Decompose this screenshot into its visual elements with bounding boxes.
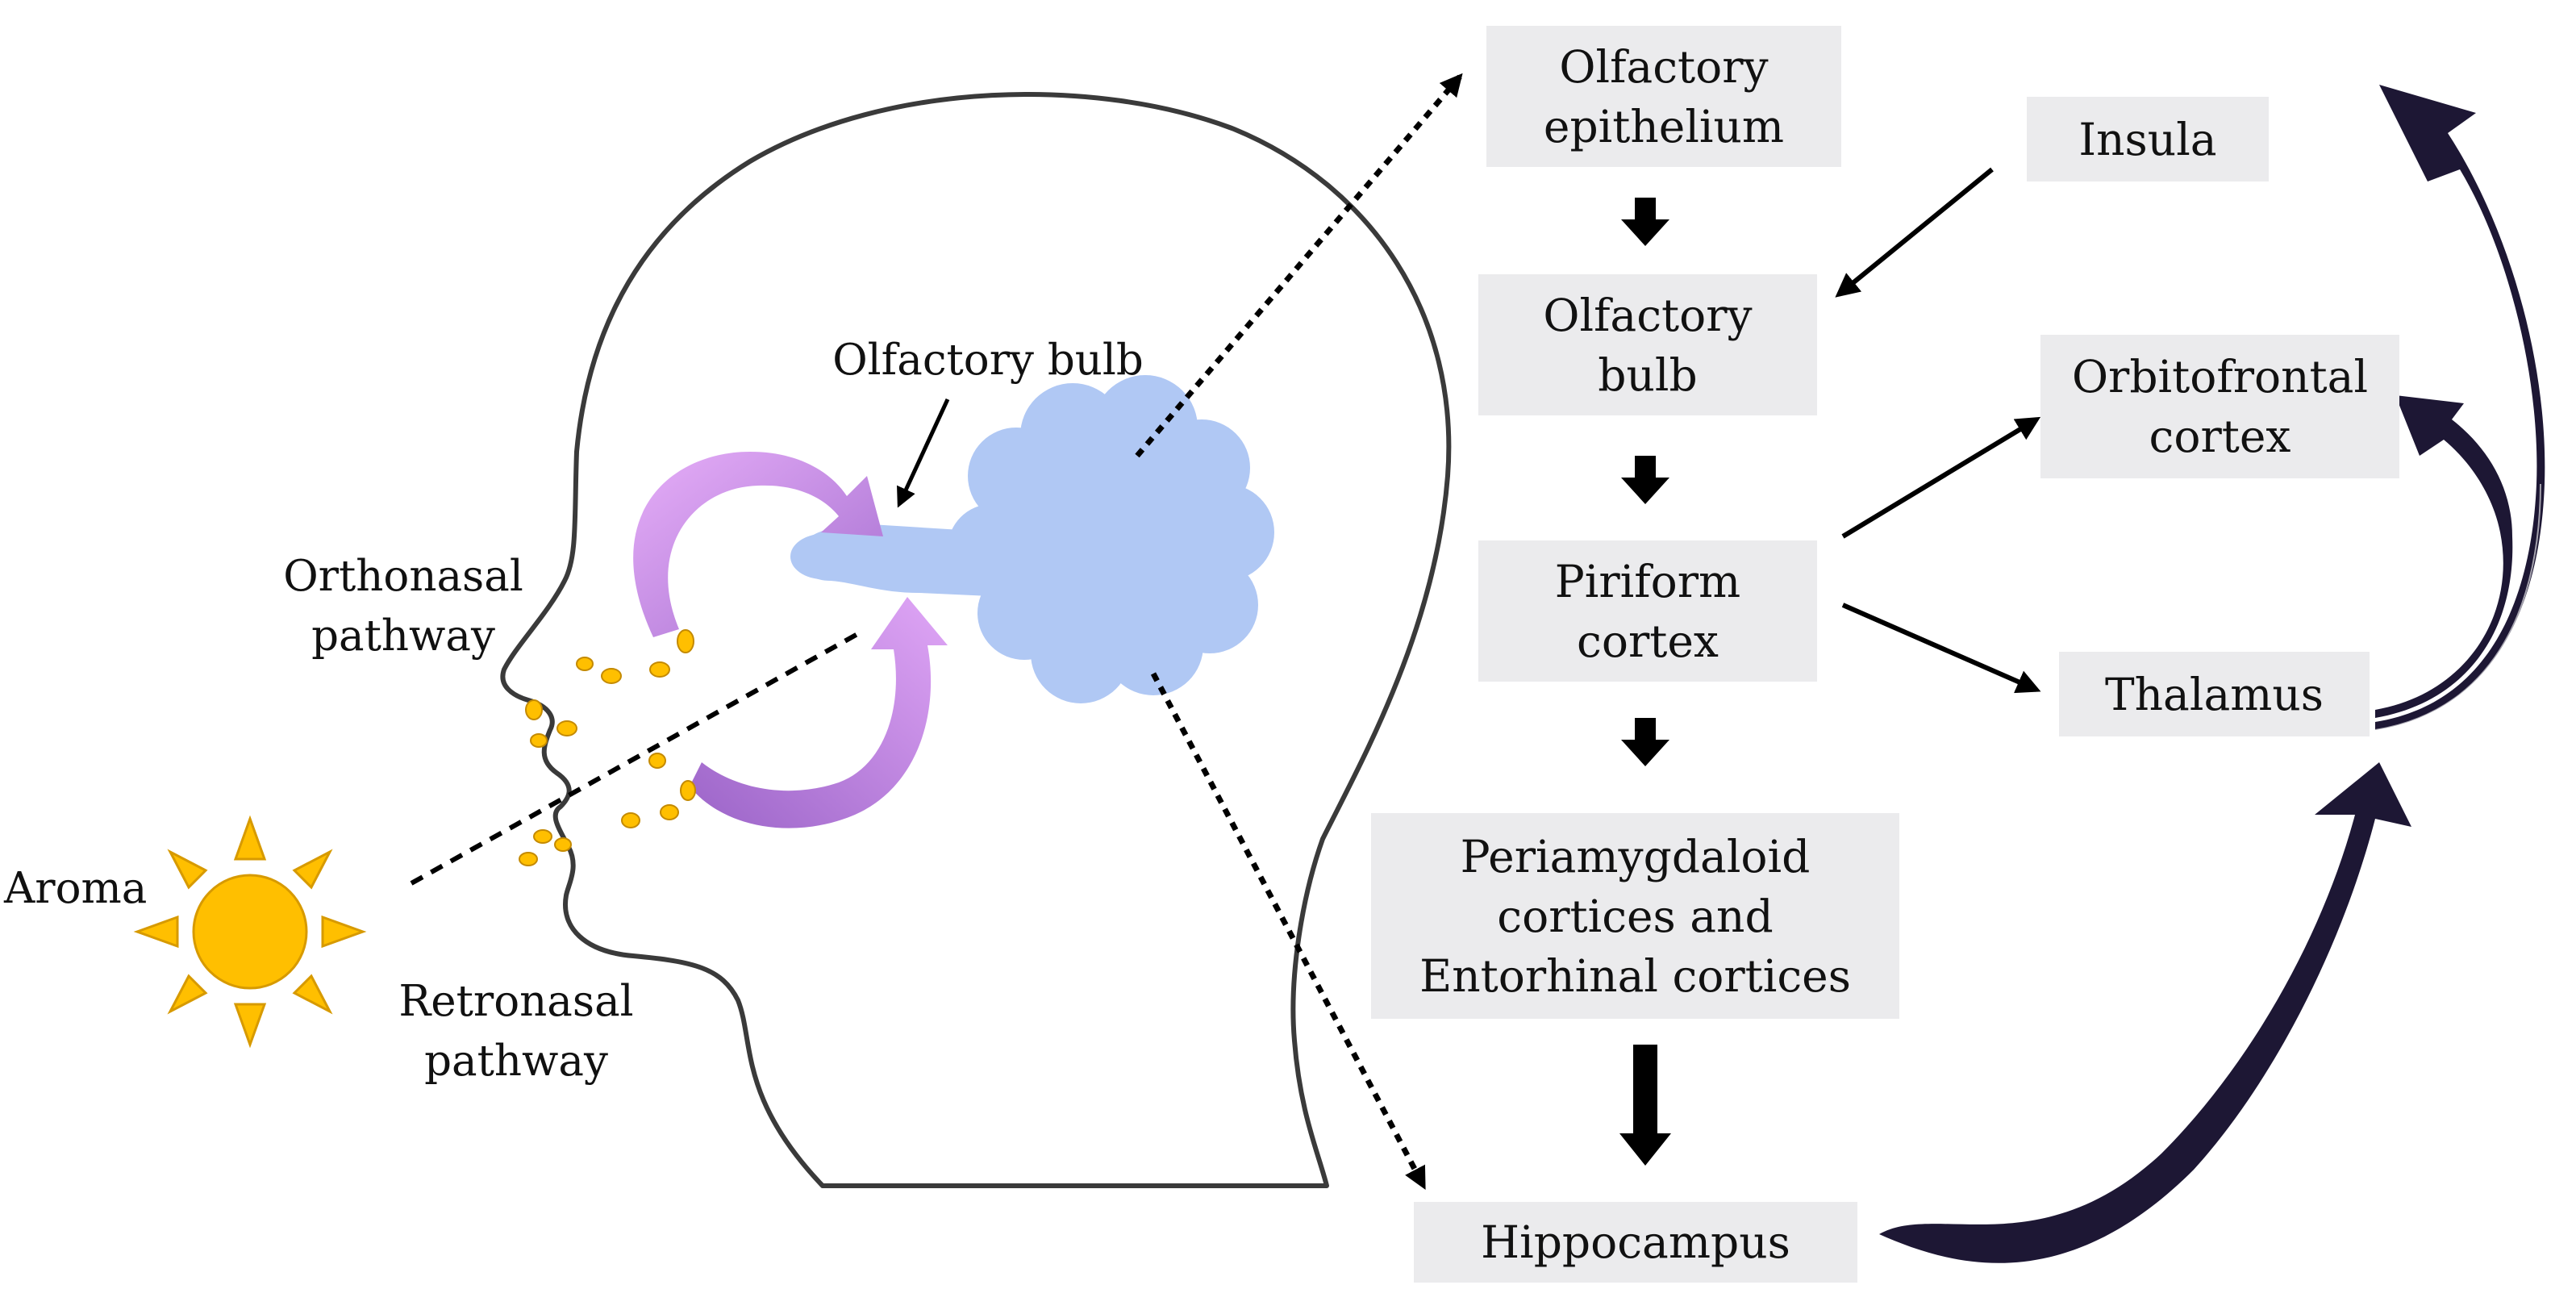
dotted-arrow-to-epithelium [1135, 73, 1463, 458]
label-retronasal-pathway: Retronasal pathway [398, 977, 634, 1086]
head-outline [500, 91, 1452, 1188]
label-orthonasal-pathway: Orthonasal pathway [283, 552, 523, 661]
arrow-insula-to-bulb [1835, 167, 1994, 298]
flow-block-arrows [1619, 198, 1671, 1166]
box-olfactory-epithelium: Olfactory epithelium [1486, 26, 1841, 167]
olfactory-bulb-pointer [897, 398, 950, 508]
orthonasal-pathway-arrow [633, 452, 883, 637]
box-piriform-cortex: Piriform cortex [1478, 540, 1817, 682]
aroma-sun-icon [133, 815, 367, 1049]
block-arrow-3 [1621, 718, 1669, 766]
box-periamygdaloid-entorhinal: Periamygdaloid cortices and Entorhinal c… [1371, 813, 1899, 1019]
box-insula: Insula [2027, 97, 2269, 181]
curved-arrow-thalamus-to-insula [2375, 85, 2545, 730]
box-thalamus: Thalamus [2059, 652, 2370, 736]
odor-droplets [519, 629, 696, 866]
retronasal-pathway-arrow [690, 597, 948, 828]
curved-arrow-thalamus-to-orbitofrontal [2375, 395, 2513, 718]
dotted-arrow-to-hippocampus [1150, 672, 1427, 1190]
block-arrow-2 [1621, 456, 1669, 504]
box-hippocampus: Hippocampus [1414, 1202, 1857, 1283]
curved-arrow-hippocampus-to-thalamus [1879, 762, 2411, 1263]
block-arrow-1 [1621, 198, 1669, 246]
airflow-dashed-line [410, 631, 861, 886]
box-orbitofrontal-cortex: Orbitofrontal cortex [2040, 335, 2399, 478]
label-aroma: Aroma [4, 864, 148, 913]
arrow-piriform-to-orbitofrontal [1841, 416, 2041, 539]
block-arrow-4 [1619, 1045, 1671, 1166]
curved-feedback-arrows [1879, 85, 2545, 1263]
box-olfactory-bulb: Olfactory bulb [1478, 274, 1817, 415]
arrow-piriform-to-thalamus [1841, 603, 2041, 694]
label-olfactory-bulb: Olfactory bulb [832, 336, 1144, 385]
olfactory-bulb-shape [790, 375, 1274, 703]
